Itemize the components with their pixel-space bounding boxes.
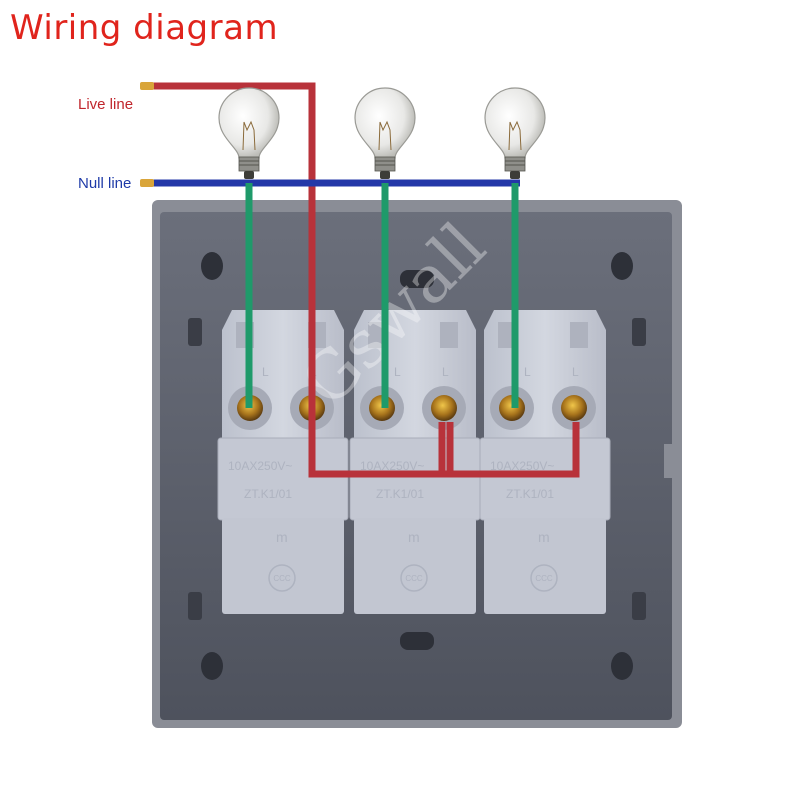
mount-hole-top-left	[201, 252, 223, 280]
light-bulb-icon	[484, 87, 546, 179]
clip-right-bottom	[632, 592, 646, 620]
clip-left-top	[188, 318, 202, 346]
module-middle	[217, 437, 349, 521]
live-line-label: Live line	[78, 96, 134, 113]
slot-bottom	[400, 632, 434, 650]
svg-text:CCC: CCC	[535, 574, 553, 583]
ccc-certification-icon: CCC	[400, 564, 428, 592]
module-bottom	[484, 518, 606, 614]
bulb-base	[374, 156, 396, 172]
module-middle	[349, 437, 481, 521]
svg-text:CCC: CCC	[273, 574, 291, 583]
live-wire-tap-3	[450, 422, 580, 478]
bulb-filament	[242, 120, 256, 151]
ccc-certification-icon: CCC	[530, 564, 558, 592]
clip-right-top	[632, 318, 646, 346]
bulb-contact	[244, 171, 254, 179]
terminal-label: L	[394, 365, 401, 379]
module-mark: m	[538, 529, 550, 545]
terminal-screw	[561, 395, 587, 421]
module-bottom	[222, 518, 344, 614]
svg-text:CCC: CCC	[405, 574, 423, 583]
module-rating: 10AX250V~	[490, 459, 554, 473]
clip-left-bottom	[188, 592, 202, 620]
ccc-certification-icon: CCC	[268, 564, 296, 592]
module-mark: m	[276, 529, 288, 545]
module-rating: 10AX250V~	[228, 459, 292, 473]
module-model: ZT.K1/01	[376, 487, 424, 501]
module-model: ZT.K1/01	[506, 487, 554, 501]
module-ridge	[570, 322, 588, 348]
mount-hole-bottom-right	[611, 652, 633, 680]
module-rating: 10AX250V~	[360, 459, 424, 473]
module-model: ZT.K1/01	[244, 487, 292, 501]
module-mark: m	[408, 529, 420, 545]
bulb-filament	[508, 120, 522, 151]
bulb-contact	[380, 171, 390, 179]
terminal-screw	[431, 395, 457, 421]
terminal-label: L	[524, 365, 531, 379]
wires	[140, 82, 580, 478]
light-bulb-icon	[354, 87, 416, 179]
bulb-base	[238, 156, 260, 172]
mount-hole-bottom-left	[201, 652, 223, 680]
light-bulbs	[218, 87, 546, 179]
diagram-title: Wiring diagram	[10, 8, 279, 48]
bulb-base	[504, 156, 526, 172]
bulb-contact	[510, 171, 520, 179]
module-bottom	[354, 518, 476, 614]
bulb-glass	[484, 87, 546, 159]
bulb-glass	[218, 87, 280, 159]
null-line-label: Null line	[78, 175, 132, 192]
bulb-glass	[354, 87, 416, 159]
light-bulb-icon	[218, 87, 280, 179]
slot-top	[400, 270, 434, 288]
module-middle	[479, 437, 611, 521]
live-wire-tip	[140, 82, 154, 90]
module-ridge	[440, 322, 458, 348]
mount-hole-top-right	[611, 252, 633, 280]
terminal-label: L	[572, 365, 579, 379]
terminal-label: L	[442, 365, 449, 379]
plate-side-notch	[664, 444, 672, 478]
bulb-filament	[378, 120, 392, 151]
terminal-label: L	[262, 365, 269, 379]
null-wire-tip	[140, 179, 154, 187]
